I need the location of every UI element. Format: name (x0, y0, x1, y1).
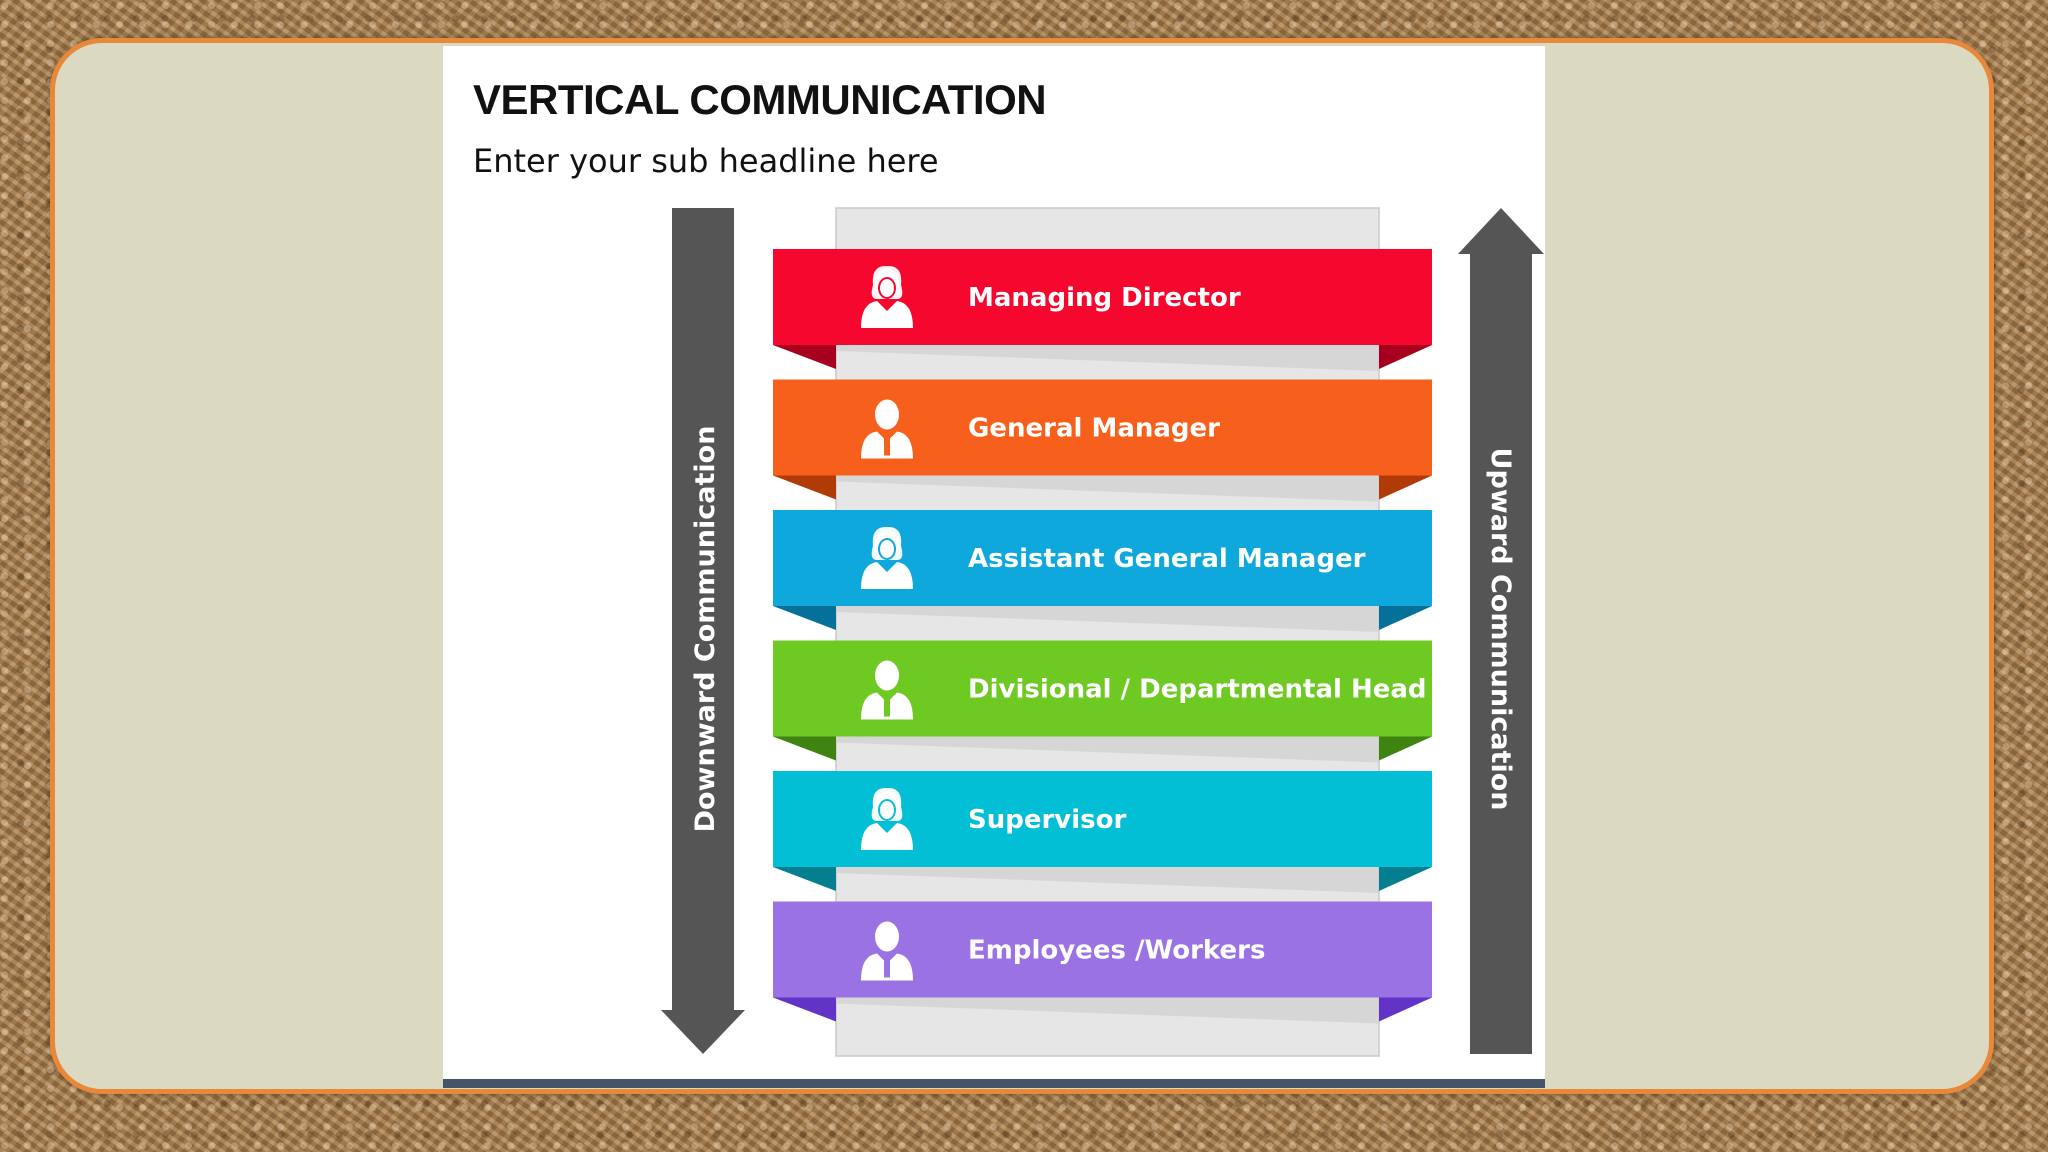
downward-arrow-label: Downward Communication (690, 426, 721, 833)
slide-title: VERTICAL COMMUNICATION (473, 76, 1047, 123)
band-fold-left (773, 736, 836, 761)
band-shadow-wedge (836, 606, 1379, 632)
band-fold-right (1379, 345, 1432, 369)
band-fold-right (1379, 867, 1432, 891)
female-person-icon (861, 787, 913, 850)
band-label: Employees /Workers (968, 936, 1265, 966)
band-fold-left (773, 345, 836, 369)
slide-bottom-bar (443, 1079, 1545, 1088)
level-band: Assistant General Manager (773, 510, 1432, 632)
upward-arrow: Upward Communication (1458, 208, 1544, 1054)
band-fold-left (773, 475, 836, 500)
band-shadow-wedge (836, 736, 1379, 763)
band-fold-right (1379, 606, 1432, 630)
level-band: Employees /Workers (773, 901, 1432, 1024)
band-fold-right (1379, 475, 1432, 500)
level-band: Divisional / Departmental Head (773, 640, 1432, 763)
slide: VERTICAL COMMUNICATION Enter your sub he… (443, 46, 1545, 1088)
band-label: Assistant General Manager (968, 544, 1366, 574)
band-fold-right (1379, 736, 1432, 761)
band-fold-left (773, 606, 836, 630)
upward-arrow-label: Upward Communication (1485, 448, 1516, 811)
band-fold-right (1379, 997, 1432, 1022)
band-label: Divisional / Departmental Head (968, 675, 1427, 705)
level-band: Managing Director (773, 249, 1432, 371)
female-person-icon (861, 265, 913, 328)
band-label: Supervisor (968, 805, 1127, 835)
band-shadow-wedge (836, 345, 1379, 371)
band-label: Managing Director (968, 283, 1241, 313)
band-label: General Manager (968, 414, 1220, 444)
level-band: General Manager (773, 379, 1432, 502)
slide-subtitle: Enter your sub headline here (473, 142, 939, 180)
band-fold-left (773, 997, 836, 1022)
band-shadow-wedge (836, 997, 1379, 1024)
male-person-icon (861, 660, 913, 720)
band-shadow-wedge (836, 475, 1379, 502)
band-fold-left (773, 867, 836, 891)
downward-arrow: Downward Communication (661, 208, 745, 1054)
vertical-communication-diagram: Downward Communication Upward Communicat… (661, 207, 1544, 1057)
male-person-icon (861, 921, 913, 981)
female-person-icon (861, 526, 913, 589)
male-person-icon (861, 399, 913, 459)
level-band: Supervisor (773, 771, 1432, 893)
band-shadow-wedge (836, 867, 1379, 893)
